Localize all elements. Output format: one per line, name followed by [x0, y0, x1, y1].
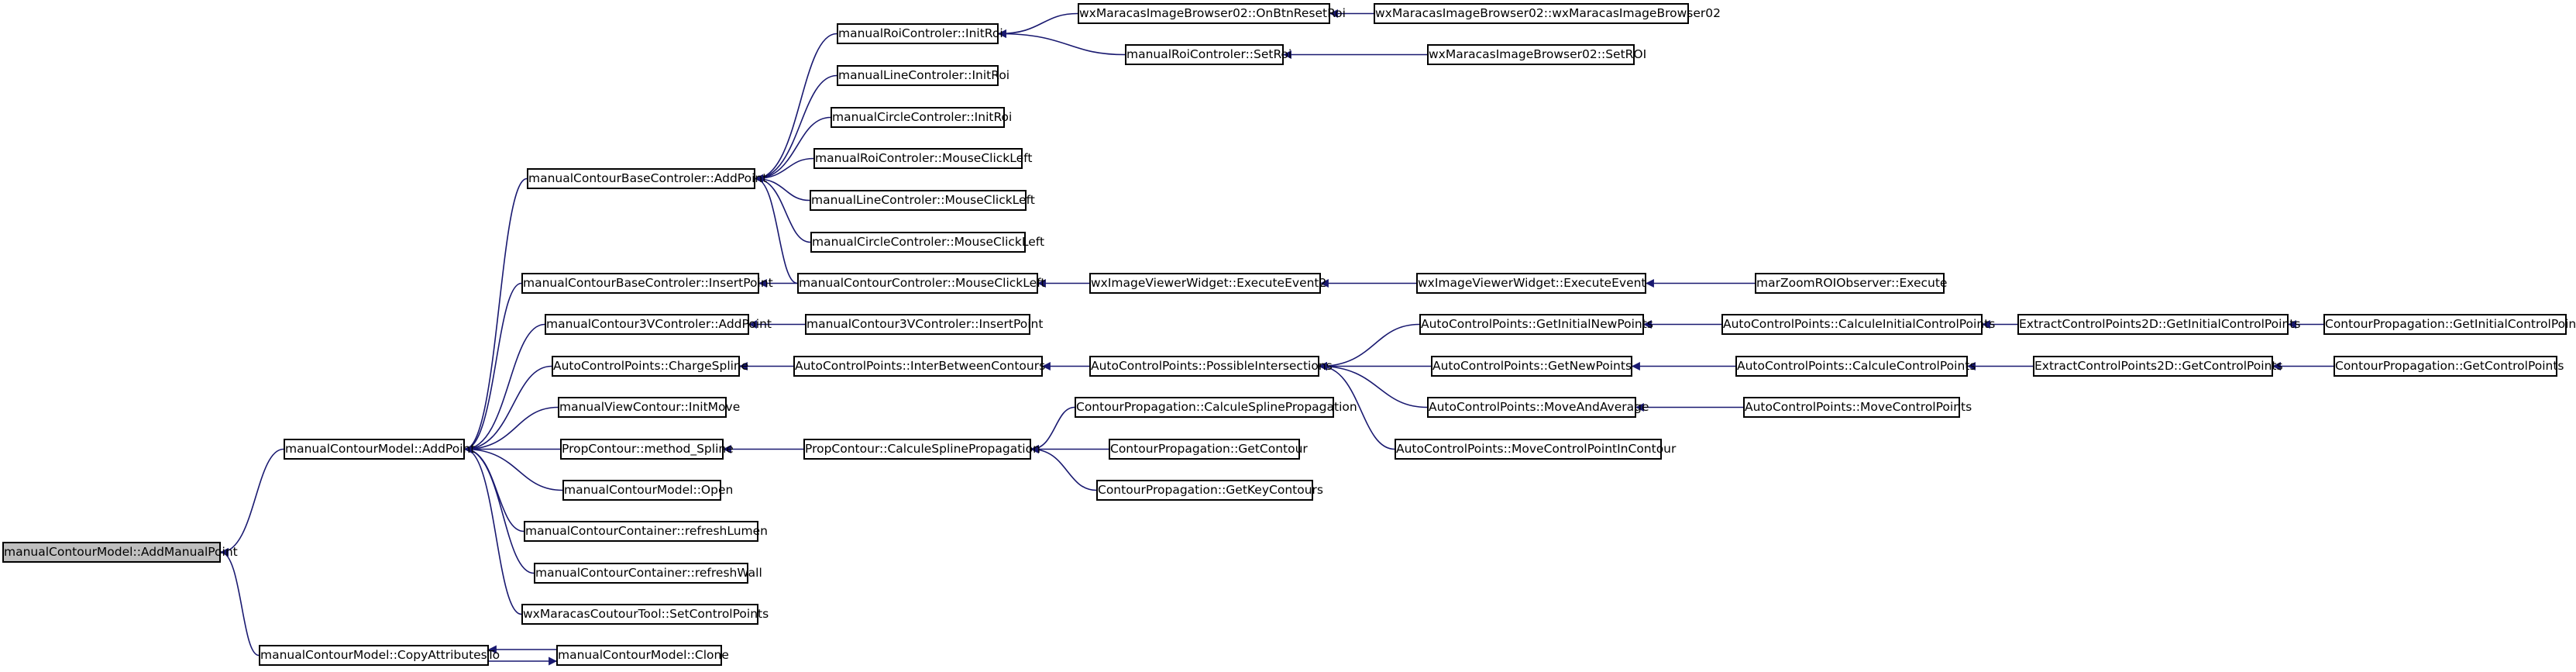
node-marzoomroiobserver-execute[interactable]: marZoomROIObserver::Execute: [1755, 273, 1947, 294]
root-node: manualContourModel::AddManualPoint: [2, 542, 238, 563]
edge-n11-to-n02: [463, 445, 563, 491]
node-contourpropagation-getkeycontours[interactable]: ContourPropagation::GetKeyContours: [1096, 480, 1323, 501]
node-wxmaracasimagebrowser02-wxmaracasimagebrowser02[interactable]: wxMaracasImageBrowser02::wxMaracasImageB…: [1374, 3, 1721, 24]
node-manualcontourbasecontroler-insertpoint[interactable]: manualContourBaseControler::InsertPoint: [521, 273, 773, 294]
node-manualcontourmodel-addpoint[interactable]: manualContourModel::AddPoint: [284, 439, 475, 460]
node-wxmaracascoutourtool-setcontrolpoints[interactable]: wxMaracasCoutourTool::SetControlPoints: [521, 604, 769, 625]
node-autocontrolpoints-movecontrolpointincontour[interactable]: AutoControlPoints::MoveControlPointInCon…: [1395, 439, 1676, 460]
node-manualcontourmodel-copyattributesto[interactable]: manualContourModel::CopyAttributesTo: [259, 645, 500, 666]
edge-n38-to-n28: [1318, 362, 1395, 450]
node-manualviewcontour-initmove[interactable]: manualViewContour::InitMove: [558, 397, 740, 418]
node-contourpropagation-getcontrolpoints[interactable]: ContourPropagation::GetControlPoints: [2334, 356, 2564, 377]
edge-n08-to-n02: [463, 365, 552, 453]
edge-n26-to-n15: [997, 29, 1126, 56]
node-manualcontourcontroler-mouseclickleft[interactable]: manualContourControler::MouseClickLeft: [797, 273, 1045, 294]
edge-n16-to-n05: [754, 74, 837, 183]
node-autocontrolpoints-interbetweencontours[interactable]: AutoControlPoints::InterBetweenContours: [793, 356, 1045, 377]
edge-n18-to-n05: [754, 157, 814, 183]
edge-n25-to-n15: [997, 12, 1078, 38]
node-extractcontrolpoints2d-getinitialcontrolpoints[interactable]: ExtractControlPoints2D::GetInitialContro…: [2017, 314, 2300, 335]
node-manualcontour3vcontroler-addpoint[interactable]: manualContour3VControler::AddPoint: [545, 314, 772, 335]
node-manualcirclecontroler-mouseclickleft[interactable]: manualCircleControler::MouseClickLeft: [810, 232, 1044, 253]
node-autocontrolpoints-chargespline[interactable]: AutoControlPoints::ChargeSpline: [552, 356, 748, 377]
node-manualcontourcontainer-refreshlumen[interactable]: manualContourContainer::refreshLumen: [524, 521, 768, 542]
node-propcontour-method-spline[interactable]: PropContour::method_Spline: [560, 439, 734, 460]
node-manualroicontroler-mouseclickleft[interactable]: manualRoiControler::MouseClickLeft: [813, 148, 1032, 169]
node-autocontrolpoints-calculeinitialcontrolpoints[interactable]: AutoControlPoints::CalculeInitialControl…: [1721, 314, 1995, 335]
edge-n31-to-n24: [1030, 445, 1097, 491]
edge-n14-to-n02: [463, 445, 522, 615]
node-autocontrolpoints-calculecontrolpoints[interactable]: AutoControlPoints::CalculeControlPoints: [1735, 356, 1976, 377]
node-manualcontourcontainer-refreshwall[interactable]: manualContourContainer::refreshWall: [534, 563, 762, 584]
node-autocontrolpoints-movecontrolpoints[interactable]: AutoControlPoints::MoveControlPoints: [1743, 397, 1972, 418]
node-manualcirclecontroler-initroi[interactable]: manualCircleControler::InitRoi: [831, 107, 1012, 128]
node-manuallinecontroler-mouseclickleft[interactable]: manualLineControler::MouseClickLeft: [810, 190, 1035, 211]
edge-n19-to-n05: [754, 174, 810, 202]
node-propcontour-calculesplinepropagation[interactable]: PropContour::CalculeSplinePropagation: [803, 439, 1040, 460]
node-manualcontourmodel-open[interactable]: manualContourModel::Open: [562, 480, 733, 501]
edge-n20-to-n05: [754, 174, 811, 243]
edge-n15-to-n05: [754, 33, 837, 183]
edge-n21-to-n05: [754, 174, 798, 284]
edge-n12-to-n02: [463, 445, 524, 532]
node-contourpropagation-calculesplinepropagation[interactable]: ContourPropagation::CalculeSplinePropaga…: [1075, 397, 1357, 418]
edge-n03-to-n01: [219, 548, 260, 656]
node-manualroicontroler-setroi[interactable]: manualRoiControler::SetRoi: [1125, 44, 1291, 65]
edge-n13-to-n02: [463, 445, 535, 574]
node-contourpropagation-getinitialcontrolpoints[interactable]: ContourPropagation::GetInitialControlPoi…: [2323, 314, 2576, 335]
edge-n09-to-n02: [463, 406, 559, 453]
edge-n06-to-n02: [463, 282, 522, 453]
node-autocontrolpoints-possibleintersections[interactable]: AutoControlPoints::PossibleIntersections: [1089, 356, 1333, 377]
node-manualcontour3vcontroler-insertpoint[interactable]: manualContour3VControler::InsertPoint: [805, 314, 1043, 335]
node-extractcontrolpoints2d-getcontrolpoints[interactable]: ExtractControlPoints2D::GetControlPoints: [2033, 356, 2283, 377]
node-autocontrolpoints-moveandaverage[interactable]: AutoControlPoints::MoveAndAverage: [1427, 397, 1649, 418]
node-manualcontourmodel-clone[interactable]: manualContourModel::Clone: [556, 645, 729, 666]
node-wxmaracasimagebrowser02-setroi[interactable]: wxMaracasImageBrowser02::SetROI: [1427, 44, 1646, 65]
node-wximageviewerwidget-executeevent2[interactable]: wxImageViewerWidget::ExecuteEvent2: [1089, 273, 1326, 294]
node-wxmaracasimagebrowser02-onbtnresetroi[interactable]: wxMaracasImageBrowser02::OnBtnResetRoi: [1078, 3, 1346, 24]
node-autocontrolpoints-getnewpoints[interactable]: AutoControlPoints::GetNewPoints: [1431, 356, 1632, 377]
node-contourpropagation-getcontour[interactable]: ContourPropagation::GetContour: [1109, 439, 1308, 460]
edge-n17-to-n05: [754, 116, 831, 183]
edge-n02-to-n01: [219, 448, 284, 557]
node-manuallinecontroler-initroi[interactable]: manualLineControler::InitRoi: [837, 65, 1009, 86]
edge-n05-to-n02: [463, 177, 528, 453]
node-manualroicontroler-initroi[interactable]: manualRoiControler::InitRoi: [837, 23, 1003, 44]
node-autocontrolpoints-getinitialnewpoints[interactable]: AutoControlPoints::GetInitialNewPoints: [1419, 314, 1653, 335]
node-wximageviewerwidget-executeevent[interactable]: wxImageViewerWidget::ExecuteEvent: [1416, 273, 1646, 294]
node-manualcontourbasecontroler-addpoint[interactable]: manualContourBaseControler::AddPoint: [527, 168, 767, 189]
edge-n35-to-n28: [1318, 323, 1420, 370]
edge-n07-to-n02: [463, 323, 545, 453]
edge-n37-to-n28: [1318, 362, 1428, 408]
